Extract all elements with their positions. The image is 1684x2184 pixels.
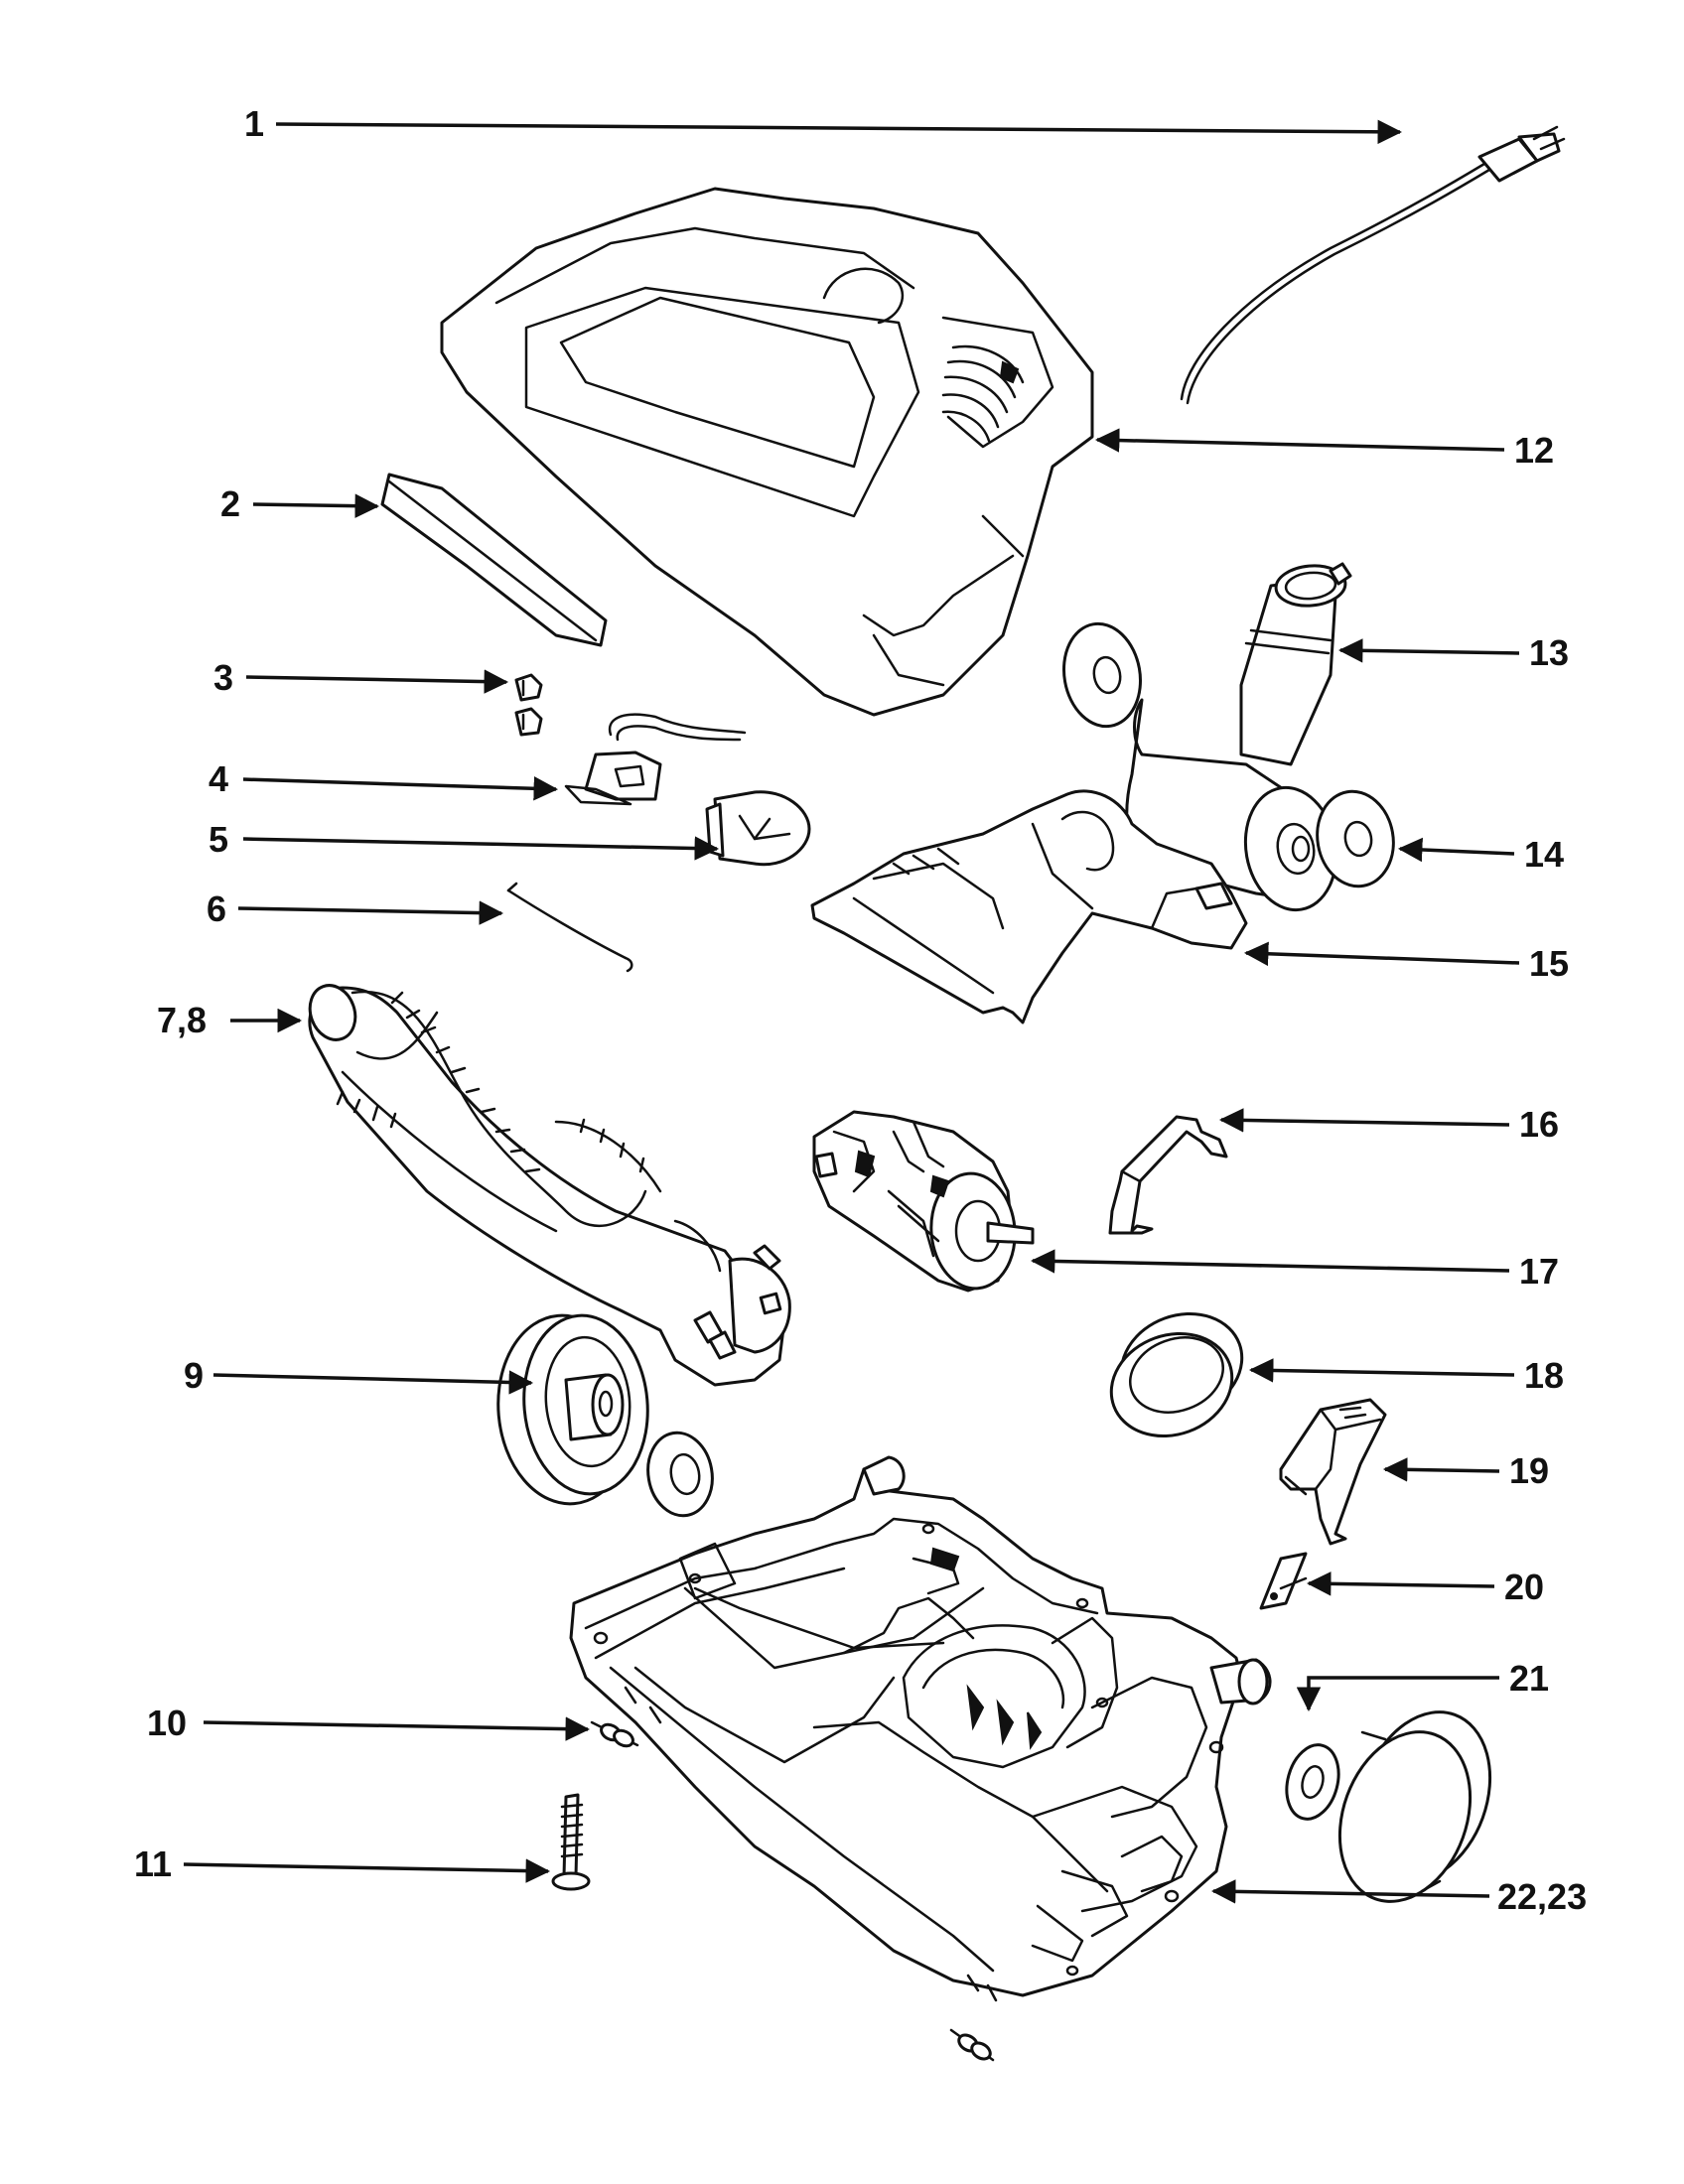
light-bulb-part xyxy=(705,790,811,867)
washer-small-part xyxy=(1285,1743,1340,1821)
base-plate-part xyxy=(569,1455,1272,2002)
leader-21 xyxy=(1296,1676,1499,1712)
rear-wheel-part xyxy=(1337,1710,1492,1903)
leader-12 xyxy=(1094,428,1505,453)
callout-17: 17 xyxy=(1519,1251,1559,1292)
callout-21: 21 xyxy=(1509,1658,1549,1699)
leader-2 xyxy=(252,493,380,518)
callout-7-8: 7,8 xyxy=(157,1000,207,1040)
power-cord-part xyxy=(1180,125,1566,405)
leader-19 xyxy=(1382,1457,1500,1482)
leader-18 xyxy=(1248,1358,1515,1383)
trim-strip-part xyxy=(380,473,608,647)
belt-part xyxy=(1109,1311,1244,1438)
callout-10: 10 xyxy=(147,1703,187,1743)
leader-13 xyxy=(1337,638,1520,663)
callout-22-23: 22,23 xyxy=(1497,1876,1587,1917)
leader-9 xyxy=(212,1370,534,1395)
leader-1 xyxy=(275,119,1403,145)
lamp-socket-part xyxy=(564,713,747,806)
clip-part xyxy=(1259,1552,1308,1610)
leader-22-23 xyxy=(1210,1879,1490,1904)
callout-4: 4 xyxy=(209,758,228,799)
callout-5: 5 xyxy=(209,819,228,860)
wire-spring-part xyxy=(506,882,633,973)
callout-15: 15 xyxy=(1529,943,1569,984)
callout-11: 11 xyxy=(134,1843,172,1884)
leader-17 xyxy=(1030,1249,1510,1274)
leader-4 xyxy=(242,776,559,801)
callout-3: 3 xyxy=(213,657,233,698)
callout-20: 20 xyxy=(1504,1567,1544,1607)
leader-15 xyxy=(1243,941,1520,967)
callout-14: 14 xyxy=(1524,834,1564,875)
latch-part xyxy=(1279,1398,1387,1546)
leader-3 xyxy=(245,669,509,694)
callout-2: 2 xyxy=(220,483,240,524)
brushroll-part xyxy=(308,984,791,1387)
callout-labels: 1 2 3 4 5 6 7,8 9 10 11 12 13 14 15 16 1… xyxy=(134,103,1587,1917)
leader-lines xyxy=(183,119,1520,1904)
leader-20 xyxy=(1306,1571,1495,1596)
wheel-part xyxy=(496,1313,714,1518)
callout-18: 18 xyxy=(1524,1355,1564,1396)
leader-6 xyxy=(237,900,504,925)
washer-part xyxy=(1316,789,1395,888)
leader-11 xyxy=(183,1858,551,1883)
callout-12: 12 xyxy=(1514,430,1554,471)
hood-cover-part xyxy=(440,187,1094,717)
roller-pin-part xyxy=(590,1720,995,2062)
leader-10 xyxy=(203,1716,591,1741)
leader-14 xyxy=(1397,837,1515,863)
leader-16 xyxy=(1218,1108,1510,1133)
bracket-part xyxy=(1108,1115,1228,1235)
bumper-pads-part xyxy=(514,673,543,737)
callout-6: 6 xyxy=(207,888,226,929)
leader-5 xyxy=(242,836,720,861)
callout-1: 1 xyxy=(244,103,264,144)
callout-9: 9 xyxy=(184,1355,204,1396)
motor-part xyxy=(812,1110,1035,1293)
screw-part xyxy=(551,1793,591,1891)
hood-support-part xyxy=(810,789,1248,1024)
callout-13: 13 xyxy=(1529,632,1569,673)
callout-19: 19 xyxy=(1509,1450,1549,1491)
callout-16: 16 xyxy=(1519,1104,1559,1145)
